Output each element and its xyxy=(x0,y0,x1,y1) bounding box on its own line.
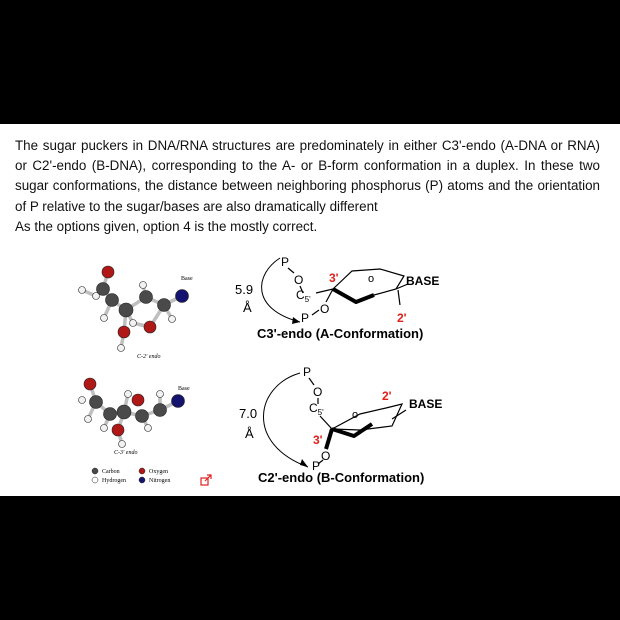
top-p-lower: P xyxy=(301,311,309,325)
top-c3-label: 3' xyxy=(329,271,339,285)
top-o-lower: O xyxy=(320,302,329,316)
paragraph-answer: As the options given, option 4 is the mo… xyxy=(15,218,318,234)
bottom-c2-label: 2' xyxy=(382,389,392,403)
legend-nitrogen-swatch xyxy=(138,476,146,484)
bottom-c5-label: C5' xyxy=(309,401,324,417)
external-link-icon[interactable] xyxy=(200,474,212,486)
legend-hydrogen-swatch xyxy=(91,476,99,484)
top-o-upper: O xyxy=(294,273,303,287)
legend-carbon: Carbon xyxy=(102,469,120,475)
sugar-pucker-figure: Base C-2' endo xyxy=(78,255,442,486)
bottom-p-upper: P xyxy=(303,365,311,379)
base-label-top: Base xyxy=(181,276,193,282)
diagram-c3-endo: P O C5' o BASE 3' 2' O P 5.9 Å C3'-endo … xyxy=(235,255,439,341)
bottom-distance-unit: Å xyxy=(245,426,254,441)
bottom-base-label: BASE xyxy=(409,397,442,411)
bottom-distance-value: 7.0 xyxy=(239,406,257,421)
bottom-c3-label: 3' xyxy=(313,433,323,447)
ball-stick-bottom-label: C-3' endo xyxy=(114,450,137,456)
top-caption: C3'-endo (A-Conformation) xyxy=(257,326,423,341)
bottom-distance-arrow xyxy=(263,372,309,468)
bottom-p-lower: P xyxy=(312,459,320,473)
ring-oxygen-bottom: o xyxy=(352,409,358,421)
top-distance-value: 5.9 xyxy=(235,282,253,297)
legend-hydrogen: Hydrogen xyxy=(102,478,126,484)
legend-carbon-swatch xyxy=(91,467,99,475)
ring-oxygen-top: o xyxy=(368,273,374,285)
bottom-o-upper: O xyxy=(313,385,322,399)
atom-legend: Carbon Oxygen Hydrogen Nitrogen xyxy=(91,467,170,484)
top-c5-label: C5' xyxy=(296,288,311,304)
legend-oxygen: Oxygen xyxy=(149,469,168,475)
top-p-upper: P xyxy=(281,255,289,269)
ball-stick-top-label: C-2' endo xyxy=(137,354,160,360)
bottom-o-lower: O xyxy=(321,449,330,463)
bottom-caption: C2'-endo (B-Conformation) xyxy=(258,470,424,485)
content-panel: The sugar puckers in DNA/RNA structures … xyxy=(0,124,620,496)
top-c2-label: 2' xyxy=(397,311,407,325)
base-label-bottom: Base xyxy=(178,386,190,392)
top-distance-unit: Å xyxy=(243,300,252,315)
legend-oxygen-swatch xyxy=(138,467,146,475)
legend-nitrogen: Nitrogen xyxy=(149,478,170,484)
atoms-c2-endo xyxy=(78,265,189,352)
top-base-label: BASE xyxy=(406,274,439,288)
diagram-c2-endo: P O C5' o BASE 2' 3' O P 7.0 Å C2'-endo … xyxy=(239,365,442,485)
explanation-text: The sugar puckers in DNA/RNA structures … xyxy=(15,136,600,237)
atoms-c3-endo xyxy=(78,377,185,448)
paragraph-body: The sugar puckers in DNA/RNA structures … xyxy=(15,138,600,214)
top-distance-arrow xyxy=(261,257,301,323)
